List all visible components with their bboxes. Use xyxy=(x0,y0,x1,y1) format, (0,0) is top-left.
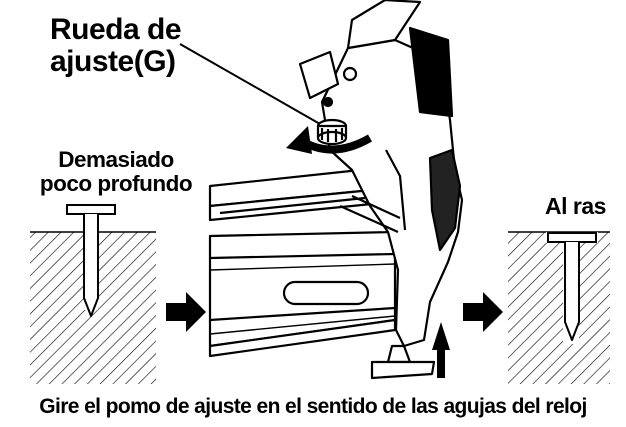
too-shallow-label: Demasiado poco profundo xyxy=(16,147,216,197)
up-arrow-icon xyxy=(432,322,450,378)
nail-icon xyxy=(66,204,116,317)
nailer-tool xyxy=(208,0,464,380)
counterclockwise-arrow-icon xyxy=(286,126,373,154)
wheel-label-line2: ajuste(G) xyxy=(50,45,176,79)
leader-line xyxy=(179,43,321,125)
too-shallow-line2: poco profundo xyxy=(39,171,193,197)
instruction-caption: Gire el pomo de ajuste en el sentido de … xyxy=(39,395,587,418)
right-arrow-icon xyxy=(463,292,503,332)
flush-label: Al ras xyxy=(545,193,606,219)
nail-icon xyxy=(547,232,597,341)
wheel-label: Rueda de ajuste(G) xyxy=(50,13,182,79)
wheel-label-line1: Rueda de xyxy=(50,13,182,46)
material-block-right xyxy=(508,231,610,384)
too-shallow-line1: Demasiado xyxy=(58,147,174,172)
right-arrow-icon xyxy=(166,292,206,332)
